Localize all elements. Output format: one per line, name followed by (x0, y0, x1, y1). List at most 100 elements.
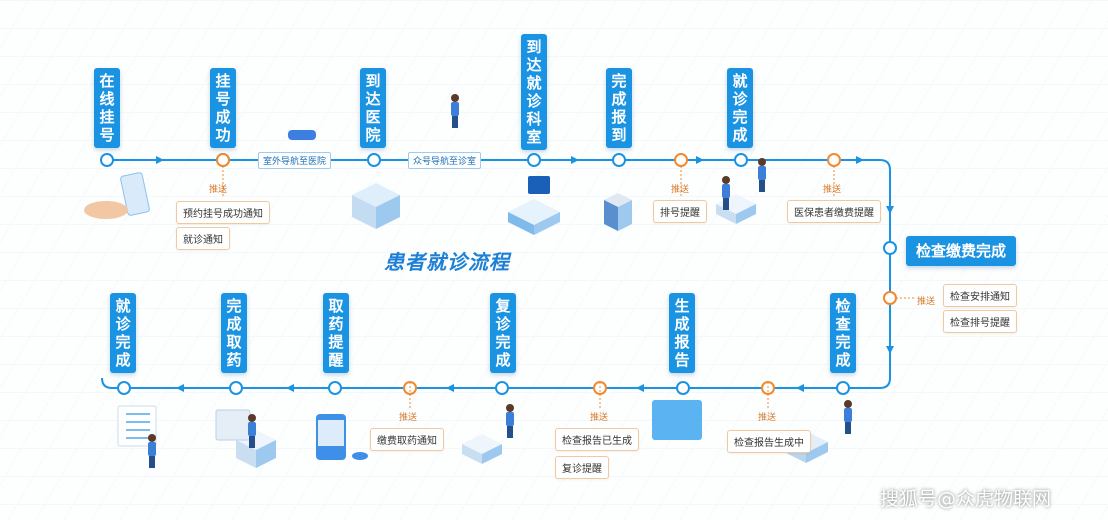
flow-arrow (571, 156, 579, 164)
note-visit-notice: 就诊通知 (176, 227, 230, 250)
flow-arrow (176, 384, 184, 392)
step-node (367, 153, 381, 167)
step-node (676, 381, 690, 395)
kiosk-icon (604, 200, 618, 231)
step-exam-done: 检查完成 (830, 293, 856, 373)
step-node (229, 381, 243, 395)
diagram-title: 患者就诊流程 (384, 250, 510, 274)
person-legs (845, 422, 851, 434)
person-legs (507, 426, 513, 438)
person-head (758, 158, 766, 166)
person-body (506, 412, 514, 426)
step-arrive-department: 到达就诊科室 (521, 34, 547, 150)
step-medicine-reminder: 取药提醒 (323, 293, 349, 373)
medicine-board-icon (215, 409, 251, 441)
nav-tag-indoor: 众号导航至诊室 (408, 152, 482, 169)
push-label: 推送 (209, 185, 228, 195)
person-body (148, 442, 156, 456)
person-legs (723, 198, 729, 210)
note-exam-queue: 检查排号提醒 (943, 310, 1017, 333)
kiosk-icon (618, 200, 632, 231)
report-screen-icon (652, 400, 702, 440)
person-legs (452, 116, 458, 128)
step-node (836, 381, 850, 395)
person-head (148, 434, 156, 442)
person-head (451, 94, 459, 102)
hand-icon (84, 201, 128, 219)
person-body (844, 408, 852, 422)
note-exam-arrangement: 检查安排通知 (943, 284, 1017, 307)
step-node (527, 153, 541, 167)
push-node (216, 153, 230, 167)
push-label: 推送 (399, 413, 418, 423)
car-icon (288, 130, 316, 140)
flow-arrow (636, 384, 644, 392)
reception-desk-icon (534, 212, 560, 235)
push-node (883, 291, 897, 305)
step-online-register: 在线挂号 (94, 68, 120, 148)
doctor-desk-icon (482, 444, 502, 464)
doctor-desk-2-icon (716, 204, 736, 224)
person-legs (249, 436, 255, 448)
pill-icon (352, 452, 368, 460)
note-report-generating: 检查报告生成中 (727, 430, 811, 453)
flow-arrow (286, 384, 294, 392)
person-head (722, 176, 730, 184)
note-revisit-reminder: 复诊提醒 (555, 456, 609, 479)
note-insurance-payment: 医保患者缴费提醒 (787, 200, 881, 223)
step-visit-complete: 就诊完成 (110, 293, 136, 373)
step-node (612, 153, 626, 167)
hospital-building-icon (352, 195, 376, 229)
doctor-desk-icon (462, 444, 482, 464)
note-register-success: 预约挂号成功通知 (176, 201, 270, 224)
pharmacy-counter-icon (236, 440, 256, 468)
step-register-success: 挂号成功 (210, 68, 236, 148)
flow-arrow (796, 384, 804, 392)
pill-label (318, 420, 344, 446)
step-node (495, 381, 509, 395)
flow-arrow (856, 156, 864, 164)
flow-arrow (696, 156, 704, 164)
push-label: 推送 (823, 185, 842, 195)
person-body (248, 422, 256, 436)
note-report-ready: 检查报告已生成 (555, 428, 639, 451)
flow-arrow (886, 206, 894, 214)
reception-desk-icon (508, 212, 534, 235)
push-node (827, 153, 841, 167)
flow-path (100, 159, 891, 389)
person-head (844, 400, 852, 408)
flow-arrow (886, 346, 894, 354)
step-visit-done: 就诊完成 (727, 68, 753, 148)
phone-icon (120, 172, 150, 216)
push-node (674, 153, 688, 167)
step-arrive-hospital: 到达医院 (360, 68, 386, 148)
step-revisit-done: 复诊完成 (490, 293, 516, 373)
step-node (328, 381, 342, 395)
note-pay-medicine: 缴费取药通知 (370, 428, 444, 451)
push-label: 推送 (758, 413, 777, 423)
checklist-board-icon (117, 405, 157, 447)
person-legs (759, 180, 765, 192)
step-medicine-collected: 完成取药 (221, 293, 247, 373)
step-node (883, 241, 897, 255)
flow-arrow (446, 384, 454, 392)
person-body (758, 166, 766, 180)
person-body (451, 102, 459, 116)
step-node (117, 381, 131, 395)
push-label: 推送 (917, 297, 936, 307)
step-node (100, 153, 114, 167)
pharmacy-counter-icon (256, 440, 276, 468)
push-label: 推送 (590, 413, 609, 423)
monitor-icon (528, 176, 550, 194)
exam-bed-icon (806, 442, 828, 463)
step-exam-payment-done: 检查缴费完成 (906, 236, 1017, 266)
flow-arrow (156, 156, 164, 164)
nav-tag-outdoor: 室外导航至医院 (258, 152, 332, 169)
step-report-generated: 生成报告 (669, 293, 695, 373)
person-head (506, 404, 514, 412)
watermark: 搜狐号@众虎物联网 (880, 488, 1052, 510)
note-queue-reminder: 排号提醒 (653, 200, 707, 223)
hospital-building-icon (376, 195, 400, 229)
person-legs (149, 456, 155, 468)
